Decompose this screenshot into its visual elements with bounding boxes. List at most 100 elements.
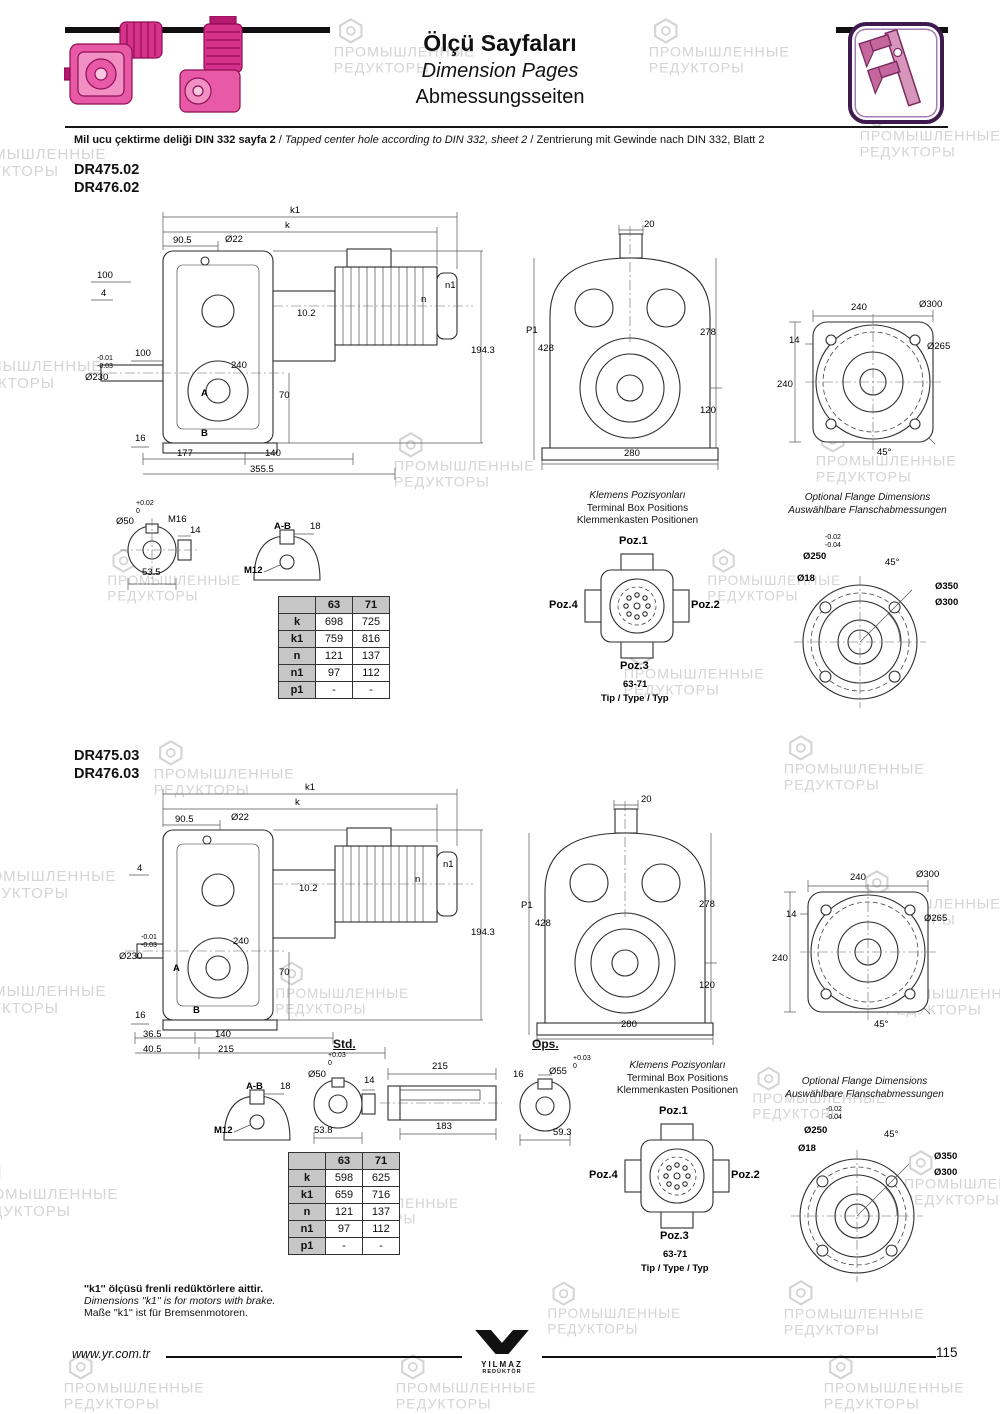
side-view-svg-1 (89, 212, 483, 480)
dimension-label: Ø250 (804, 1125, 828, 1136)
dimension-label: Poz.3 (620, 660, 649, 672)
table-cell: - (315, 681, 353, 699)
dimension-label: 20 (641, 794, 652, 805)
page-number: 115 (936, 1345, 958, 1360)
dimension-label: +0.03 0 (573, 1055, 591, 1070)
dimension-label: 428 (538, 343, 554, 354)
dimension-label: A (201, 388, 208, 399)
dimension-label: 100 (97, 270, 113, 281)
dimension-label: Poz.3 (660, 1230, 689, 1242)
dimension-label: Poz.4 (589, 1169, 618, 1181)
dimension-label: 428 (535, 918, 551, 929)
footnote-tr: ''k1'' ölçüsü frenli redüktörlere aittir… (84, 1283, 264, 1295)
footnote-de: Maße ''k1'' ist für Bremsenmotoren. (84, 1306, 248, 1319)
flange-view-svg-2 (784, 880, 936, 1020)
hexagon-gear-icon (339, 18, 363, 44)
terminal-titles-1: Klemens Pozisyonları Terminal Box Positi… (545, 490, 730, 528)
optional-flange-titles-2: Optional Flange Dimensions Auswählbare F… (762, 1076, 967, 1101)
dimension-label: -0.01 -0.03 (97, 355, 113, 370)
terminal-positions-svg-1 (584, 553, 690, 659)
dimension-label: Ø50 (116, 516, 134, 527)
dimension-label: 280 (621, 1019, 637, 1030)
dimension-label: 63-71 (663, 1249, 688, 1260)
website-url: www.yr.com.tr (72, 1347, 151, 1361)
dimension-label: 280 (624, 448, 640, 459)
front-view-svg-1 (533, 225, 722, 470)
dimension-label: M12 (214, 1125, 233, 1136)
hexagon-gear-icon (654, 18, 678, 44)
logo-text-2: REDÜKTÖR (482, 1369, 522, 1375)
dimension-label: Ø22 (231, 812, 249, 823)
dimension-label: n1 (443, 859, 454, 870)
table-row-label: p1 (288, 1237, 326, 1255)
table-cell: 625 (362, 1169, 400, 1187)
optional-flange-2: Optional Flange Dimensions Auswählbare F… (762, 1076, 967, 1301)
dimension-label: A-B (246, 1081, 263, 1092)
hexagon-gear-icon (0, 1165, 1, 1179)
dimension-label: 18 (280, 1081, 291, 1092)
subtitle-sep2: / (527, 134, 537, 146)
ab-section-svg-2 (223, 1089, 291, 1141)
dimension-label: 278 (700, 327, 716, 338)
table-row-label: n1 (278, 664, 316, 682)
product-photo-1 (64, 21, 163, 105)
std-shaft-svg (313, 1068, 502, 1144)
dimension-label: Poz.1 (659, 1105, 688, 1117)
side-view-svg-2 (125, 789, 483, 1059)
dimension-label: Ø265 (924, 913, 948, 924)
ops-shaft-svg (519, 1074, 571, 1146)
terminal-title-tr: Klemens Pozisyonları (629, 1060, 726, 1071)
hexagon-gear-icon (789, 1280, 813, 1306)
yilmaz-logo: YILMAZ REDÜKTÖR (462, 1330, 542, 1375)
caliper-icon (848, 22, 944, 124)
optional-flange-title-de: Auswählbare Flanschabmessungen (788, 504, 947, 516)
model-number: DR476.03 (74, 766, 140, 782)
hexagon-gear-icon (829, 1354, 853, 1380)
dimension-label: Ø55 (549, 1066, 567, 1077)
dimension-label: Ø350 (935, 581, 959, 592)
table-corner-cell (288, 1152, 326, 1170)
dimension-label: k1 (290, 205, 301, 216)
table-cell: 112 (362, 1220, 400, 1238)
dimension-label: 53.5 (142, 567, 161, 578)
optional-flange-title-de: Auswählbare Flanschabmessungen (785, 1088, 944, 1100)
dimension-label: 45° (874, 1019, 889, 1030)
dimension-label: Ø50 (308, 1069, 326, 1080)
hexagon-gear-icon (789, 735, 813, 761)
model-numbers-1: DR475.02 DR476.02 (74, 161, 139, 197)
dimension-label: +0.03 0 (328, 1052, 346, 1067)
dimension-label: 14 (789, 335, 800, 346)
dimension-label: -0.02 -0.04 (826, 1106, 842, 1121)
dimension-label: 16 (135, 433, 146, 444)
dimension-label: 140 (215, 1029, 231, 1040)
subtitle-sep1: / (275, 134, 285, 146)
dimension-label: Poz.4 (549, 599, 578, 611)
dimension-label: -0.02 -0.04 (825, 534, 841, 549)
dimension-label: 100 (135, 348, 151, 359)
dimension-label: 45° (885, 557, 900, 568)
dimension-label: 215 (218, 1044, 234, 1055)
table-header-cell: 71 (352, 596, 390, 614)
subtitle-tr: Mil ucu çektirme deliği DIN 332 sayfa 2 (74, 134, 276, 146)
model-numbers-2: DR475.03 DR476.03 (74, 747, 139, 783)
std-label: Std. (333, 1037, 356, 1051)
footer-divider (166, 1356, 936, 1358)
terminal-title-de: Klemmenkasten Positionen (576, 515, 699, 526)
dimension-label: 120 (699, 980, 715, 991)
table-cell: 97 (315, 664, 353, 682)
